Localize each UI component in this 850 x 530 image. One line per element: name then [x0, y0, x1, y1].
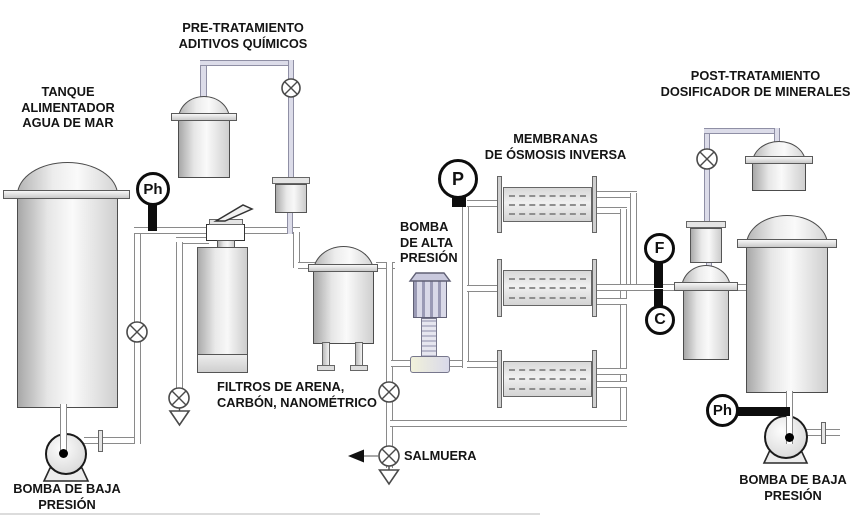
flow-sensor: F	[644, 233, 675, 264]
label-brine: SALMUERA	[404, 448, 477, 463]
pipe-post-top	[704, 128, 780, 134]
pretreatment-tank-body	[178, 117, 230, 178]
pre-doser-flange	[272, 177, 310, 184]
pipe-m1-inlet	[467, 200, 499, 207]
pipe-producttank-outlet	[786, 391, 793, 444]
posttreatment-tank-band	[745, 156, 813, 164]
cartridge-filter-foot-right	[350, 365, 368, 371]
membrane-vessel-2	[503, 270, 592, 306]
label-pretreatment: PRE-TRATAMIENTO ADITIVOS QUÍMICOS	[178, 20, 308, 51]
membrane-1-flange-right	[592, 176, 597, 233]
pipe-post-dosing-drop	[704, 130, 710, 223]
membrane-1-flange-left	[497, 176, 502, 233]
flow-sensor-stem	[654, 262, 663, 288]
pipe-rpump-stub	[803, 429, 823, 436]
pipe-lpump-discharge	[101, 437, 141, 444]
pipe-m1-outlet-upper	[597, 191, 637, 198]
hp-pump-motor	[413, 280, 447, 318]
lp-pump-right-flange	[821, 422, 826, 444]
pipe-feed-riser	[134, 228, 141, 444]
pipe-collector-inner	[620, 209, 627, 427]
baseline-divider	[0, 513, 540, 515]
posttreatment-tank-body	[752, 161, 806, 191]
cartridge-filter-leg-left	[322, 342, 330, 367]
label-filters: FILTROS DE ARENA, CARBÓN, NANOMÉTRICO	[217, 379, 377, 410]
pipe-pretank-up	[200, 62, 207, 102]
filter-column-base	[197, 354, 248, 373]
pipe-filterhead-outlet	[243, 227, 300, 234]
filter-head-plate	[209, 219, 243, 225]
pipe-m3-outlet-upper	[597, 368, 627, 375]
pipe-collector-outer	[630, 193, 637, 291]
pipe-pre-dosing-drop	[288, 60, 294, 180]
pipe-posttank-down	[774, 128, 780, 152]
pipe-feedtank-outlet	[60, 404, 67, 452]
filter-column-body	[197, 247, 248, 357]
membrane-3-flange-left	[497, 350, 502, 408]
cartridge-filter-foot-left	[317, 365, 335, 371]
pipe-rpump-delivery	[824, 429, 840, 436]
label-hp-pump: BOMBA DE ALTA PRESIÓN	[400, 219, 458, 265]
product-tank-band	[737, 239, 837, 248]
ph-sensor-feed: Ph	[136, 172, 170, 206]
label-posttreatment: POST-TRATAMIENTO DOSIFICADOR DE MINERALE…	[660, 68, 850, 99]
hp-pump-column	[421, 318, 437, 358]
label-lp-pump-left: BOMBA DE BAJA PRESIÓN	[13, 481, 121, 512]
conductivity-sensor: C	[645, 305, 675, 335]
pipe-cartridge-outlet	[376, 262, 395, 269]
cartridge-filter-body	[313, 270, 374, 344]
ph-product-stem	[738, 407, 790, 416]
membrane-vessel-3	[503, 361, 592, 397]
pipe-brine-return	[390, 420, 627, 427]
label-feed-tank: TANQUE ALIMENTADOR AGUA DE MAR	[21, 84, 115, 130]
membrane-3-flange-right	[592, 350, 597, 408]
pipe-filter-drain-stub	[176, 237, 209, 244]
pipe-pre-doser-outlet	[287, 211, 293, 234]
pipe-junction-down	[293, 232, 300, 268]
feed-tank-body	[17, 193, 118, 408]
label-membranes: MEMBRANAS DE ÓSMOSIS INVERSA	[484, 131, 627, 162]
lp-pump-left-hub	[59, 449, 68, 458]
cartridge-filter-band	[308, 264, 378, 272]
membrane-2-flange-right	[592, 259, 597, 317]
pipe-m3-outlet-lower	[597, 381, 627, 388]
brine-arrow-icon	[348, 449, 364, 463]
pipe-m3-inlet	[467, 361, 499, 368]
conductivity-sensor-stem	[654, 289, 663, 309]
pipe-m2-outlet-upper	[597, 284, 633, 291]
pipe-m2-outlet-lower	[597, 298, 627, 305]
pipe-membrane-feed-manifold	[462, 200, 469, 368]
lp-pump-right-hub	[785, 433, 794, 442]
ph-feed-stem	[148, 204, 157, 231]
post-doser-flange	[686, 221, 726, 228]
membrane-2-flange-left	[497, 259, 502, 317]
pretreatment-tank-band	[171, 113, 237, 121]
membrane-vessel-1	[503, 187, 592, 222]
hp-pump-base	[410, 356, 450, 373]
pipe-m2-inlet	[467, 285, 499, 292]
pre-doser-body	[275, 184, 307, 213]
pressure-gauge: P	[438, 159, 478, 199]
pipe-filter-drain	[176, 242, 183, 392]
cartridge-filter-leg-right	[355, 342, 363, 367]
filter-head	[206, 224, 245, 241]
post-doser-body	[690, 228, 722, 263]
feed-tank-band	[3, 190, 130, 199]
pipe-lpump-stub	[84, 437, 102, 444]
valve-filter-drain-icon	[168, 387, 191, 427]
pipe-m1-outlet-lower	[597, 207, 627, 214]
pipe-to-cartridge-filter	[298, 262, 316, 269]
ph-sensor-product: Ph	[706, 394, 739, 427]
pipe-feed-to-filter	[134, 227, 209, 234]
pipe-hppump-inlet	[391, 360, 414, 367]
pipe-hppump-outlet	[448, 360, 466, 367]
pipe-pre-top	[200, 60, 294, 66]
mineral-tank-body	[683, 288, 729, 360]
mineral-tank-band	[674, 282, 738, 291]
label-lp-pump-right: BOMBA DE BAJA PRESIÓN	[739, 472, 847, 503]
lp-pump-left-flange	[98, 430, 103, 452]
product-tank-body	[746, 243, 828, 393]
